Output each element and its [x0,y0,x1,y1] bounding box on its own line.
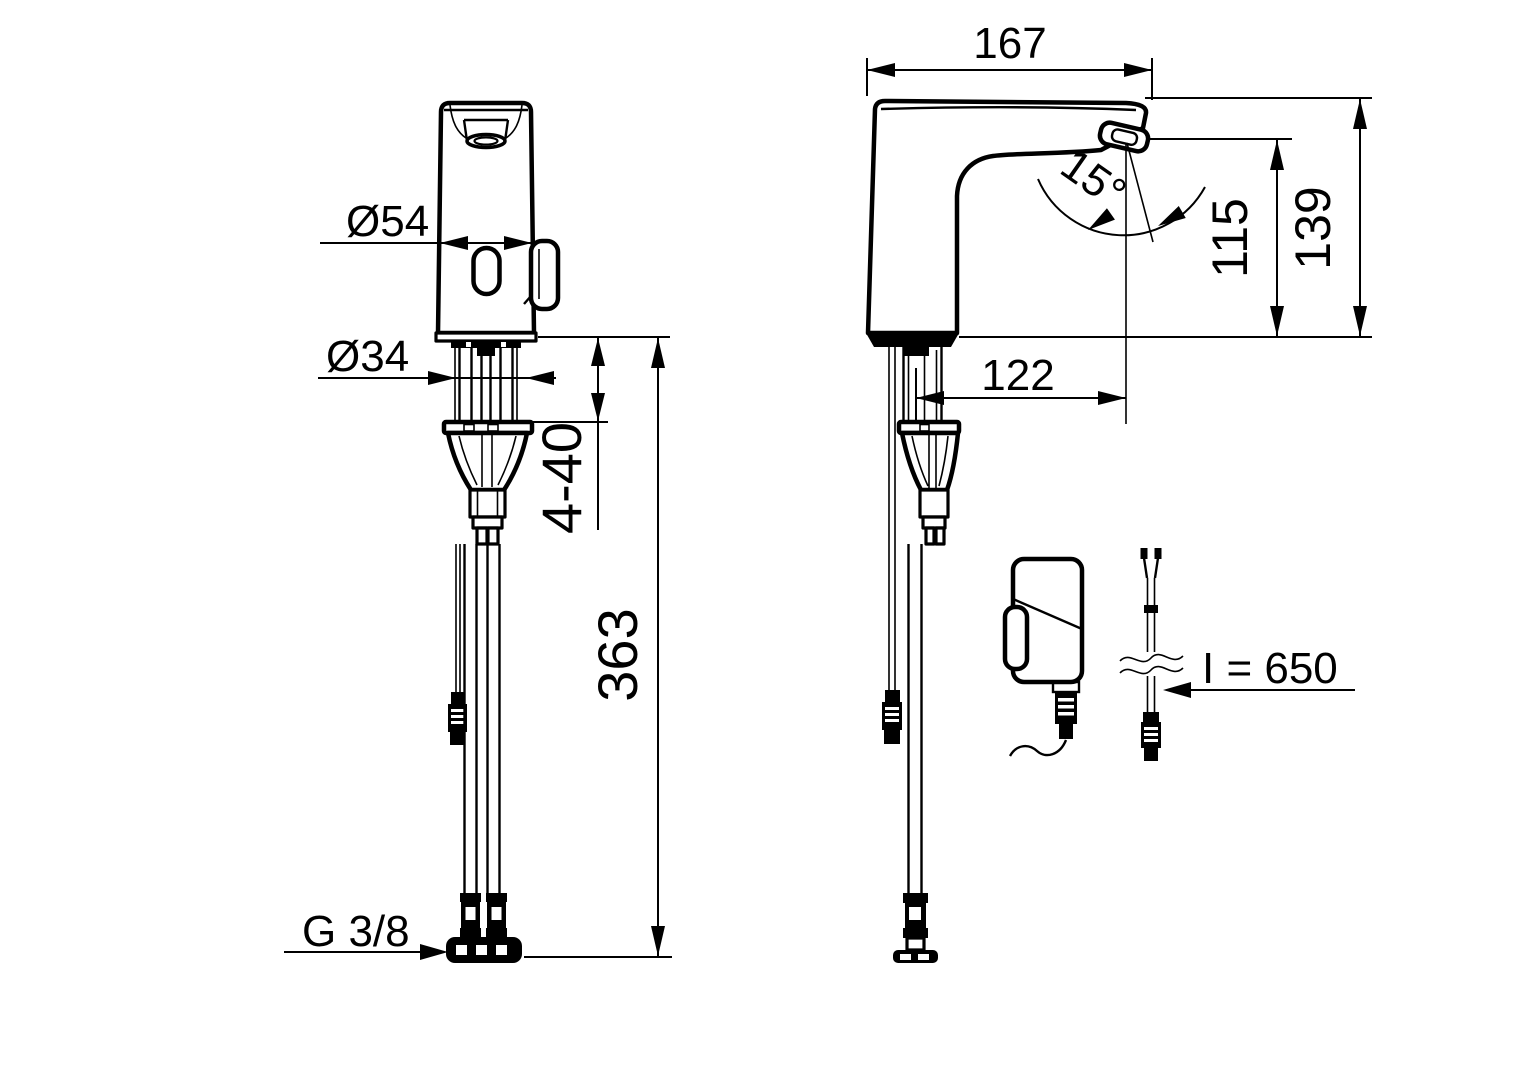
faucet-side-aerator [1097,120,1151,154]
faucet-front-body [435,100,537,336]
dim-label-overall-height: 139 [1285,186,1341,269]
dim-deck-thickness: 4-40 [527,336,670,534]
mounting-tube-side [888,347,943,690]
dim-label-outlet-height: 115 [1202,198,1258,278]
dim-overall-height: 139 [1285,98,1367,337]
dim-outlet-projection: 122 [915,351,1126,424]
dim-label-mount-diameter: Ø34 [326,332,409,381]
side-view-dimensions: 167 15° 115 139 [866,19,1372,424]
faucet-side-view [865,98,1151,963]
dim-label-deck-thickness: 4-40 [530,422,593,534]
dim-label-thread-size: G 3/8 [302,907,410,956]
extension-cable [1119,548,1184,761]
sensor-cable-front [448,544,467,745]
dim-overall-reach: 167 [866,19,1153,100]
faucet-front-base [434,331,538,343]
dim-label-outlet-projection: 122 [981,351,1054,400]
dim-spray-angle: 15° [1037,140,1206,424]
faucet-front-view [434,100,561,963]
front-view-dimensions: Ø54 Ø34 4-40 363 G 3/8 [284,197,672,960]
sensor-cable-side [882,690,902,744]
faucet-side-top-seam [880,106,1137,112]
dim-thread-size: G 3/8 [284,907,448,960]
dim-label-cable-length: I = 650 [1202,644,1338,693]
hose-couplings-front [460,893,507,939]
power-supply-unit [1002,556,1085,757]
dim-outlet-height: 115 [1202,139,1284,337]
dim-label-hose-length: 363 [586,608,649,701]
dim-label-overall-reach: 167 [973,19,1046,68]
faucet-front-aerator [462,118,510,150]
dim-spout-diameter: Ø54 [320,197,532,250]
psu-cable-squiggle [1008,739,1068,757]
faucet-side-body [865,98,1149,336]
dim-cable-length: I = 650 [1163,644,1355,698]
temperature-lever [523,238,561,312]
cable-break-symbol [1119,653,1184,675]
supply-hoses-front [463,544,501,893]
mounting-tubes-front [454,348,518,422]
mounting-cone-side [896,419,962,546]
faucet-side-base-flange [866,333,959,347]
dim-mount-diameter: Ø34 [318,332,556,385]
front-base-flange [451,341,521,348]
sensor-window [471,245,502,297]
dim-label-spout-diameter: Ø54 [346,197,429,246]
dim-hose-length: 363 [524,337,672,958]
g38-connector-side [893,893,938,963]
mounting-cone-front [441,419,535,546]
g38-connector-front [446,937,522,963]
supply-hose-side [907,544,923,893]
